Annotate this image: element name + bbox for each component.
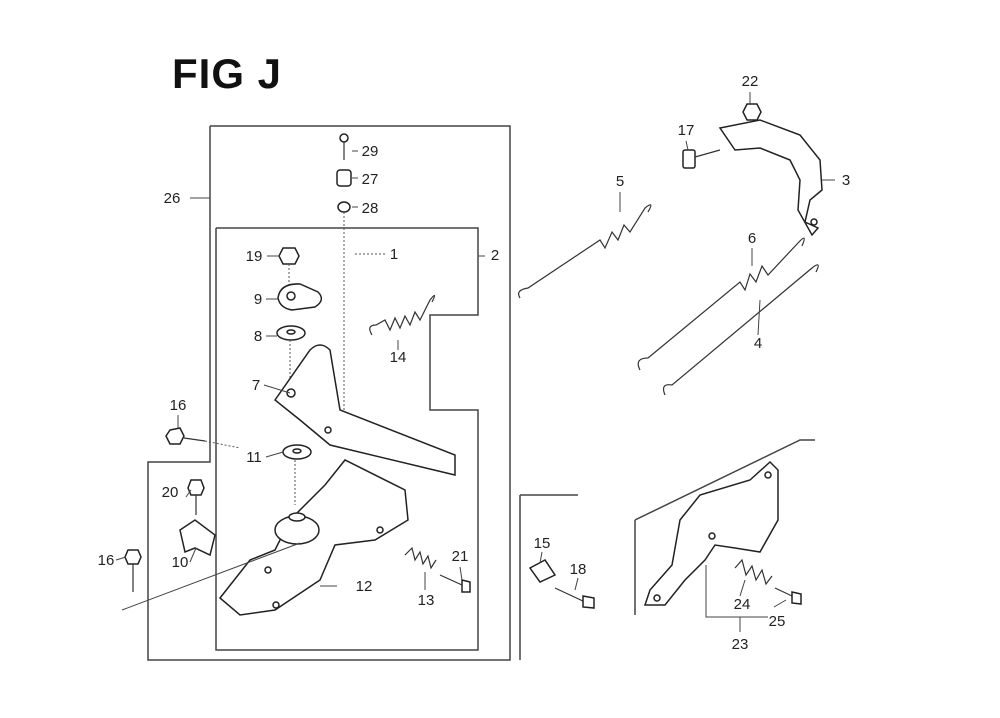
bolt-21: [439, 574, 471, 593]
collar-27: [336, 169, 352, 187]
callout-24: 24: [734, 596, 751, 613]
callout-12: 12: [356, 578, 373, 595]
throttle-bracket: [643, 460, 779, 606]
spring-13: [404, 546, 437, 570]
nut-22: [742, 103, 762, 121]
bolt-16-upper: [165, 427, 206, 445]
bracket-12: [218, 459, 409, 616]
callout-2: 2: [491, 247, 499, 264]
figure-title: FIG J: [172, 50, 283, 97]
pin-15: [528, 559, 557, 583]
callout-23: 23: [732, 636, 749, 653]
callout-7: 7: [252, 377, 260, 394]
callout-3: 3: [842, 172, 850, 189]
callout-16-upper: 16: [170, 397, 187, 414]
spring-24: [734, 558, 773, 586]
callout-5: 5: [616, 173, 624, 190]
callout-15: 15: [534, 535, 551, 552]
spring-rod-5: [518, 204, 652, 299]
group-outline-outer: [147, 125, 511, 661]
callout-19: 19: [246, 248, 263, 265]
clamp-10: [179, 519, 216, 557]
callout-25: 25: [769, 613, 786, 630]
callout-29: 29: [362, 143, 379, 160]
callout-16-lower: 16: [98, 552, 115, 569]
nut-19: [278, 247, 300, 265]
callout-8: 8: [254, 328, 262, 345]
callout-10: 10: [172, 554, 189, 571]
callout-18: 18: [570, 561, 587, 578]
callout-4: 4: [754, 335, 762, 352]
bolt-17: [682, 149, 721, 169]
callout-26: 26: [164, 190, 181, 207]
lever-7: [273, 344, 456, 476]
bolt-18: [554, 587, 595, 609]
rod-4: [662, 264, 819, 396]
callout-1: 1: [390, 246, 398, 263]
spring-14: [369, 294, 436, 336]
callout-14: 14: [390, 349, 407, 366]
callout-27: 27: [362, 171, 379, 188]
callout-21: 21: [452, 548, 469, 565]
callout-28: 28: [362, 200, 379, 217]
bolt-25: [774, 587, 802, 605]
group-outline-throttle: [634, 439, 815, 521]
bolt-16-lower: [124, 549, 142, 592]
washer-11: [282, 444, 312, 460]
callout-11: 11: [246, 449, 262, 466]
callout-17: 17: [678, 122, 695, 139]
callout-6: 6: [748, 230, 756, 247]
spring-rod-6: [637, 237, 805, 371]
plate-9: [277, 283, 323, 311]
lever-3: [718, 119, 823, 237]
callout-13: 13: [418, 592, 435, 609]
bolt-29: [339, 133, 349, 160]
nut-28: [337, 201, 351, 213]
callout-22: 22: [742, 73, 759, 90]
callout-9: 9: [254, 291, 262, 308]
bolt-20: [187, 479, 205, 515]
washer-8: [276, 325, 306, 341]
group-outline-inner: [215, 227, 479, 651]
callout-20: 20: [162, 484, 179, 501]
